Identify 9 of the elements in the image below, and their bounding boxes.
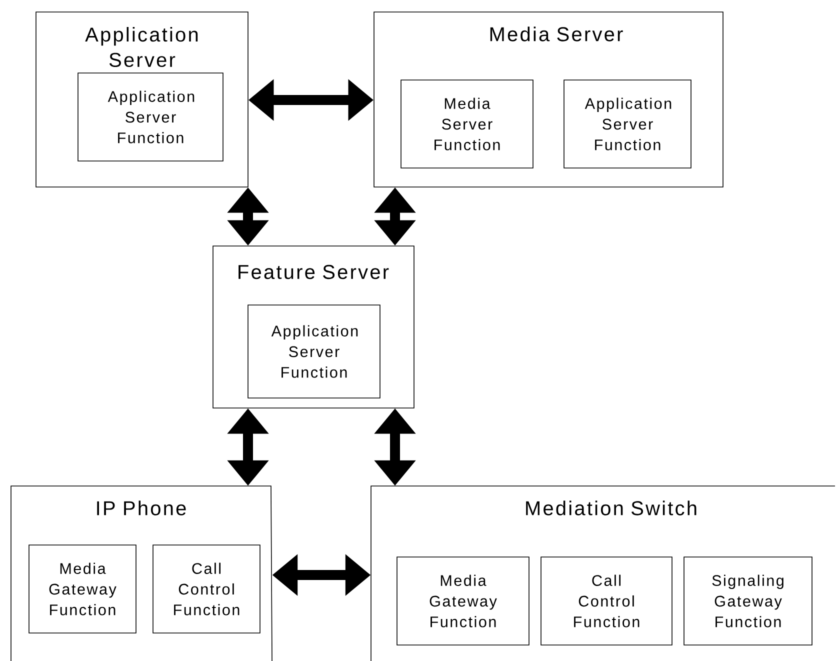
- function-box: Call Control Function: [152, 544, 260, 634]
- function-box: Media Gateway Function: [396, 556, 530, 646]
- function-box: Application Server Function: [248, 304, 380, 398]
- function-box: Signaling Gateway Function: [684, 556, 812, 646]
- function-box: Media Server Function: [400, 80, 534, 168]
- function-box: Application Server Function: [78, 72, 224, 162]
- function-box: Application Server Function: [564, 80, 692, 168]
- function-box: Call Control Function: [540, 556, 672, 646]
- function-box: Media Gateway Function: [28, 544, 136, 634]
